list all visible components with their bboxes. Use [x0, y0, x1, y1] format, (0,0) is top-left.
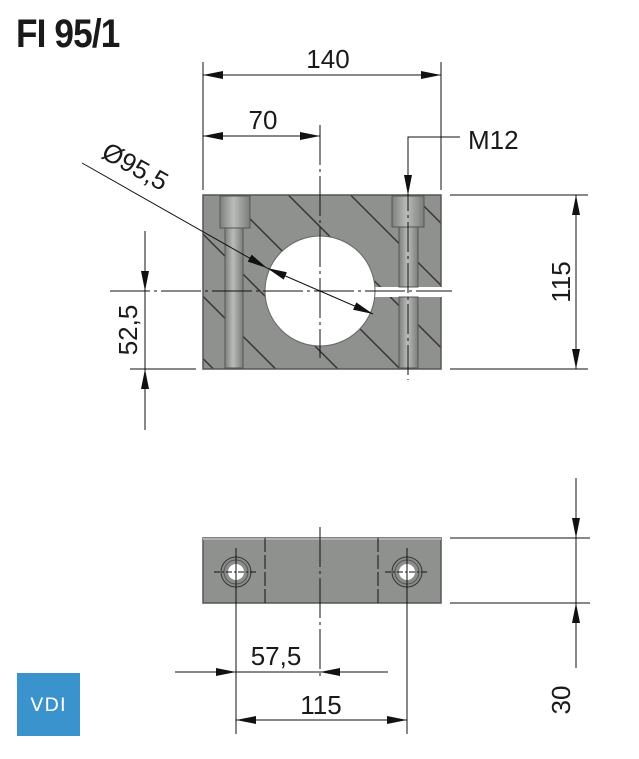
part-title: FI 95/1 — [16, 12, 120, 56]
bottom-view: 57,5 115 30 — [175, 478, 590, 734]
vdi-badge: VDI — [17, 673, 80, 736]
dim-height: 115 — [546, 261, 576, 302]
dim-center-height: 52,5 — [113, 305, 143, 356]
dim-half-width: 70 — [249, 105, 278, 135]
diameter-leader — [81, 162, 268, 269]
dim-hole-to-center: 57,5 — [251, 641, 302, 671]
dim-overall-width: 140 — [306, 44, 349, 74]
front-view: 140 70 M12 Ø95,5 115 52,5 — [81, 44, 588, 430]
dim-hole-spacing: 115 — [300, 690, 341, 720]
dim-thread: M12 — [468, 125, 519, 155]
left-screw-bore — [219, 195, 251, 369]
dim-bore-diameter: Ø95,5 — [97, 136, 173, 197]
clamp-slot — [360, 287, 442, 297]
thread-leader — [404, 136, 460, 195]
dim-thickness: 30 — [546, 686, 576, 715]
